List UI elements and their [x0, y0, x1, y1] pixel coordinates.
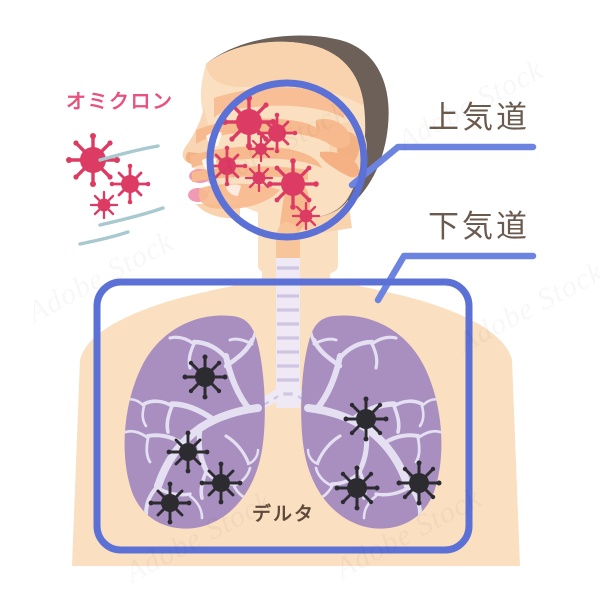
left-bronchial-tree — [124, 315, 262, 520]
delta-virus-group — [148, 354, 442, 525]
virus-particle-omicron — [89, 190, 119, 220]
virus-particle-omicron — [213, 145, 248, 187]
virus-particle-omicron — [244, 163, 274, 193]
label-lower-respiratory-tract: 下気道 — [428, 209, 530, 245]
virus-particle-delta — [182, 354, 228, 400]
virus-particle-delta — [166, 430, 210, 474]
virus-particle-delta — [343, 396, 389, 442]
virus-particle-delta — [396, 460, 442, 506]
virus-particle-omicron — [66, 133, 120, 187]
lower-tract-highlight-box[interactable] — [93, 278, 473, 554]
virus-particle-delta — [148, 481, 192, 525]
label-omicron-variant: オミクロン — [66, 89, 174, 113]
virus-particle-omicron — [109, 163, 151, 205]
virus-particle-delta — [334, 465, 380, 511]
label-upper-respiratory-tract: 上気道 — [428, 100, 530, 136]
virus-particle-delta — [199, 461, 243, 505]
label-delta-variant: デルタ — [252, 503, 316, 525]
lower-tract-leader-line — [374, 252, 537, 304]
virus-particle-omicron — [247, 135, 275, 163]
omicron-virus-group-nasal — [213, 95, 321, 231]
omicron-virus-group-airborne — [66, 133, 151, 220]
virus-particle-omicron — [267, 158, 319, 210]
upper-tract-magnifier-circle[interactable] — [206, 79, 368, 241]
upper-tract-leader-line — [348, 143, 537, 189]
motion-lines — [78, 144, 165, 246]
virus-particle-omicron — [291, 201, 321, 231]
